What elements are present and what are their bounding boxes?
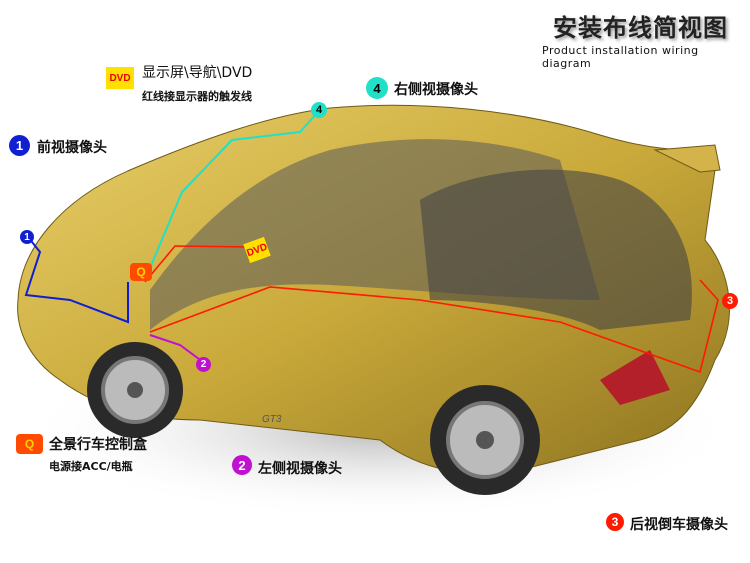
rear-camera-badge: 3 xyxy=(606,513,624,531)
display-trigger-wire xyxy=(144,245,253,283)
engine-bay xyxy=(420,169,692,330)
page-subtitle: Product installation wiring diagram xyxy=(542,44,699,70)
display-badge: DVD xyxy=(106,67,134,89)
control-box-marker: Q xyxy=(130,263,152,281)
right-camera-badge: 4 xyxy=(366,77,388,99)
display-note: 红线接显示器的触发线 xyxy=(142,90,252,103)
front-camera-marker: 1 xyxy=(20,230,34,244)
front-camera-badge: 1 xyxy=(9,135,30,156)
left-camera-wire xyxy=(149,334,204,363)
control-box-label: 全景行车控制盒 xyxy=(49,437,147,453)
front-wheel xyxy=(87,342,183,438)
control-box-note: 电源接ACC/电瓶 xyxy=(49,460,133,473)
right-camera-wire xyxy=(149,111,319,269)
page-title: 安装布线简视图 xyxy=(553,14,728,42)
right-camera-label: 右侧视摄像头 xyxy=(394,82,478,98)
model-badge: GT3 xyxy=(262,414,282,425)
rear-camera-wire xyxy=(149,279,719,374)
left-camera-label: 左侧视摄像头 xyxy=(258,461,342,477)
tail-light xyxy=(600,350,670,405)
front-camera-wire xyxy=(24,236,129,324)
rear-wheel xyxy=(430,385,540,495)
rear-spoiler xyxy=(653,144,721,173)
front-camera-label: 前视摄像头 xyxy=(37,140,107,156)
left-camera-marker: 2 xyxy=(196,357,211,372)
rear-camera-label: 后视倒车摄像头 xyxy=(630,517,728,533)
display-label: 显示屏\导航\DVD xyxy=(142,65,253,81)
right-camera-marker: 4 xyxy=(311,102,327,118)
control-box-badge: Q xyxy=(16,434,43,454)
left-camera-badge: 2 xyxy=(232,455,252,475)
rear-camera-marker: 3 xyxy=(722,293,738,309)
